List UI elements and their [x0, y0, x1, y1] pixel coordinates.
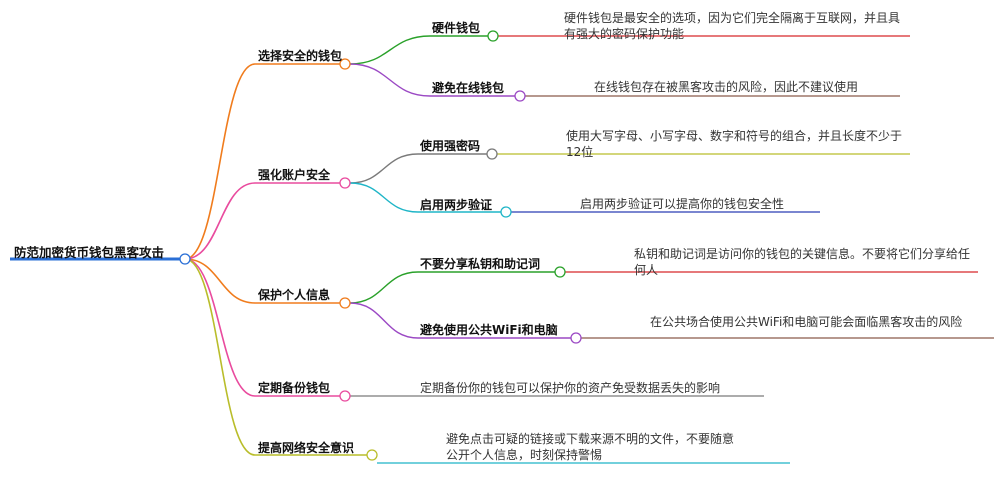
- desc-hardware-wallet: 硬件钱包是最安全的选项，因为它们完全隔离于互联网，并且具有强大的密码保护功能: [564, 11, 901, 41]
- collapse-dot: [554, 266, 566, 278]
- collapse-dot: [500, 206, 512, 218]
- desc-avoid-public-wifi: 在公共场合使用公共WiFi和电脑可能会面临黑客攻击的风险: [650, 315, 963, 329]
- connector-branch-subnode: [349, 302, 419, 339]
- collapse-dot: [486, 148, 498, 160]
- node-avoid-public-wifi: 避免使用公共WiFi和电脑: [420, 323, 558, 337]
- node-hardware-wallet: 硬件钱包: [432, 21, 481, 35]
- connector-branch-subnode: [349, 35, 431, 65]
- root-dot: [179, 253, 191, 265]
- collapse-dot: [339, 297, 351, 309]
- branch-account-security: 强化账户安全: [258, 168, 331, 182]
- desc-backup-wallet: 定期备份你的钱包可以保护你的资产免受数据丢失的影响: [420, 381, 721, 395]
- root-topic: 防范加密货币钱包黑客攻击: [14, 245, 165, 260]
- desc-two-factor: 启用两步验证可以提高你的钱包安全性: [580, 197, 785, 211]
- node-strong-password: 使用强密码: [420, 139, 481, 153]
- connector-root-branch: [184, 182, 256, 260]
- connector-root-branch: [184, 258, 256, 304]
- branch-backup-wallet: 定期备份钱包: [258, 381, 331, 395]
- connector-branch-subnode: [349, 271, 419, 304]
- branch-security-awareness: 提高网络安全意识: [258, 441, 355, 455]
- branch-secure-wallet: 选择安全的钱包: [258, 49, 343, 63]
- collapse-dot: [339, 390, 351, 402]
- collapse-dot: [339, 58, 351, 70]
- desc-security-awareness: 避免点击可疑的链接或下载来源不明的文件，不要随意公开个人信息，时刻保持警惕: [446, 432, 735, 462]
- connector-root-branch: [184, 258, 256, 456]
- branch-personal-info: 保护个人信息: [258, 288, 331, 302]
- connector-branch-subnode: [349, 63, 431, 97]
- collapse-dot: [339, 177, 351, 189]
- collapse-dot: [487, 30, 499, 42]
- desc-no-share-keys: 私钥和助记词是访问你的钱包的关键信息。不要将它们分享给任何人: [634, 247, 971, 277]
- collapse-dot: [514, 90, 526, 102]
- node-two-factor: 启用两步验证: [420, 198, 493, 212]
- desc-strong-password: 使用大写字母、小写字母、数字和符号的组合，并且长度不少于12位: [566, 129, 903, 159]
- desc-avoid-online-wallet: 在线钱包存在被黑客攻击的风险，因此不建议使用: [594, 80, 859, 94]
- connector-branch-subnode: [349, 153, 419, 184]
- connector-root-branch: [184, 63, 256, 260]
- collapse-dot: [366, 449, 378, 461]
- connector-root-branch: [184, 258, 256, 397]
- node-no-share-keys: 不要分享私钥和助记词: [420, 257, 541, 271]
- node-avoid-online-wallet: 避免在线钱包: [432, 81, 505, 95]
- connector-branch-subnode: [349, 182, 419, 213]
- collapse-dot: [570, 332, 582, 344]
